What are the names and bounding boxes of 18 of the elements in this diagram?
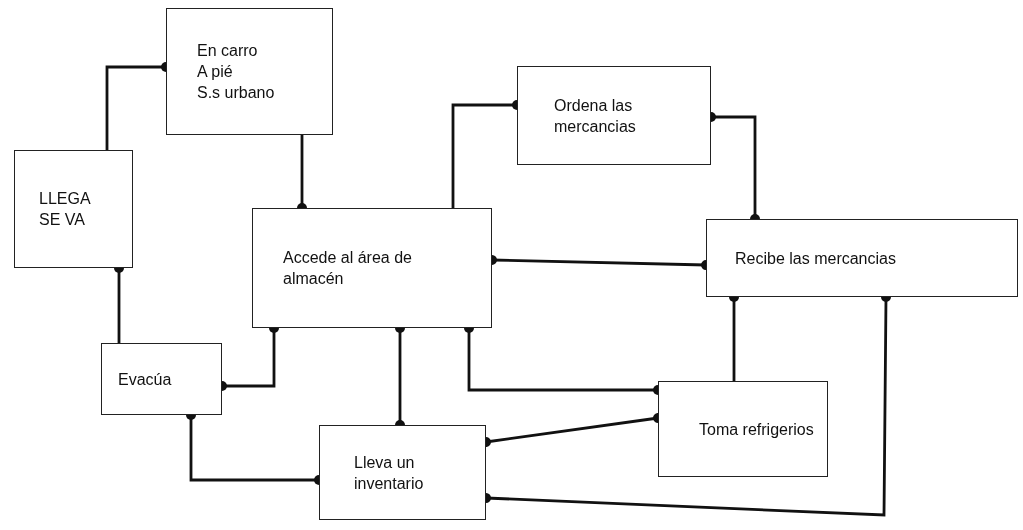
node-label: Evacúa	[118, 369, 173, 390]
node-label: Toma refrigerios	[699, 419, 815, 440]
process-box	[517, 66, 711, 165]
node-label: S.s urbano	[197, 83, 276, 103]
process-box	[706, 219, 1018, 297]
process-box	[101, 343, 222, 415]
node-label: Ordena las mercancias	[554, 95, 637, 137]
node-label: Lleva un inventario	[354, 452, 425, 494]
node-label: Accede al área de almacén	[283, 248, 413, 289]
process-box	[14, 150, 133, 268]
process-box	[319, 425, 486, 520]
process-box	[166, 8, 333, 135]
node-label: LLEGA SE VA	[39, 189, 92, 230]
process-box	[252, 208, 492, 328]
node-label: Recibe las mercancias	[735, 248, 897, 269]
node-label: En carro	[197, 41, 259, 61]
process-box	[658, 381, 828, 477]
node-label: A pié	[197, 62, 234, 82]
